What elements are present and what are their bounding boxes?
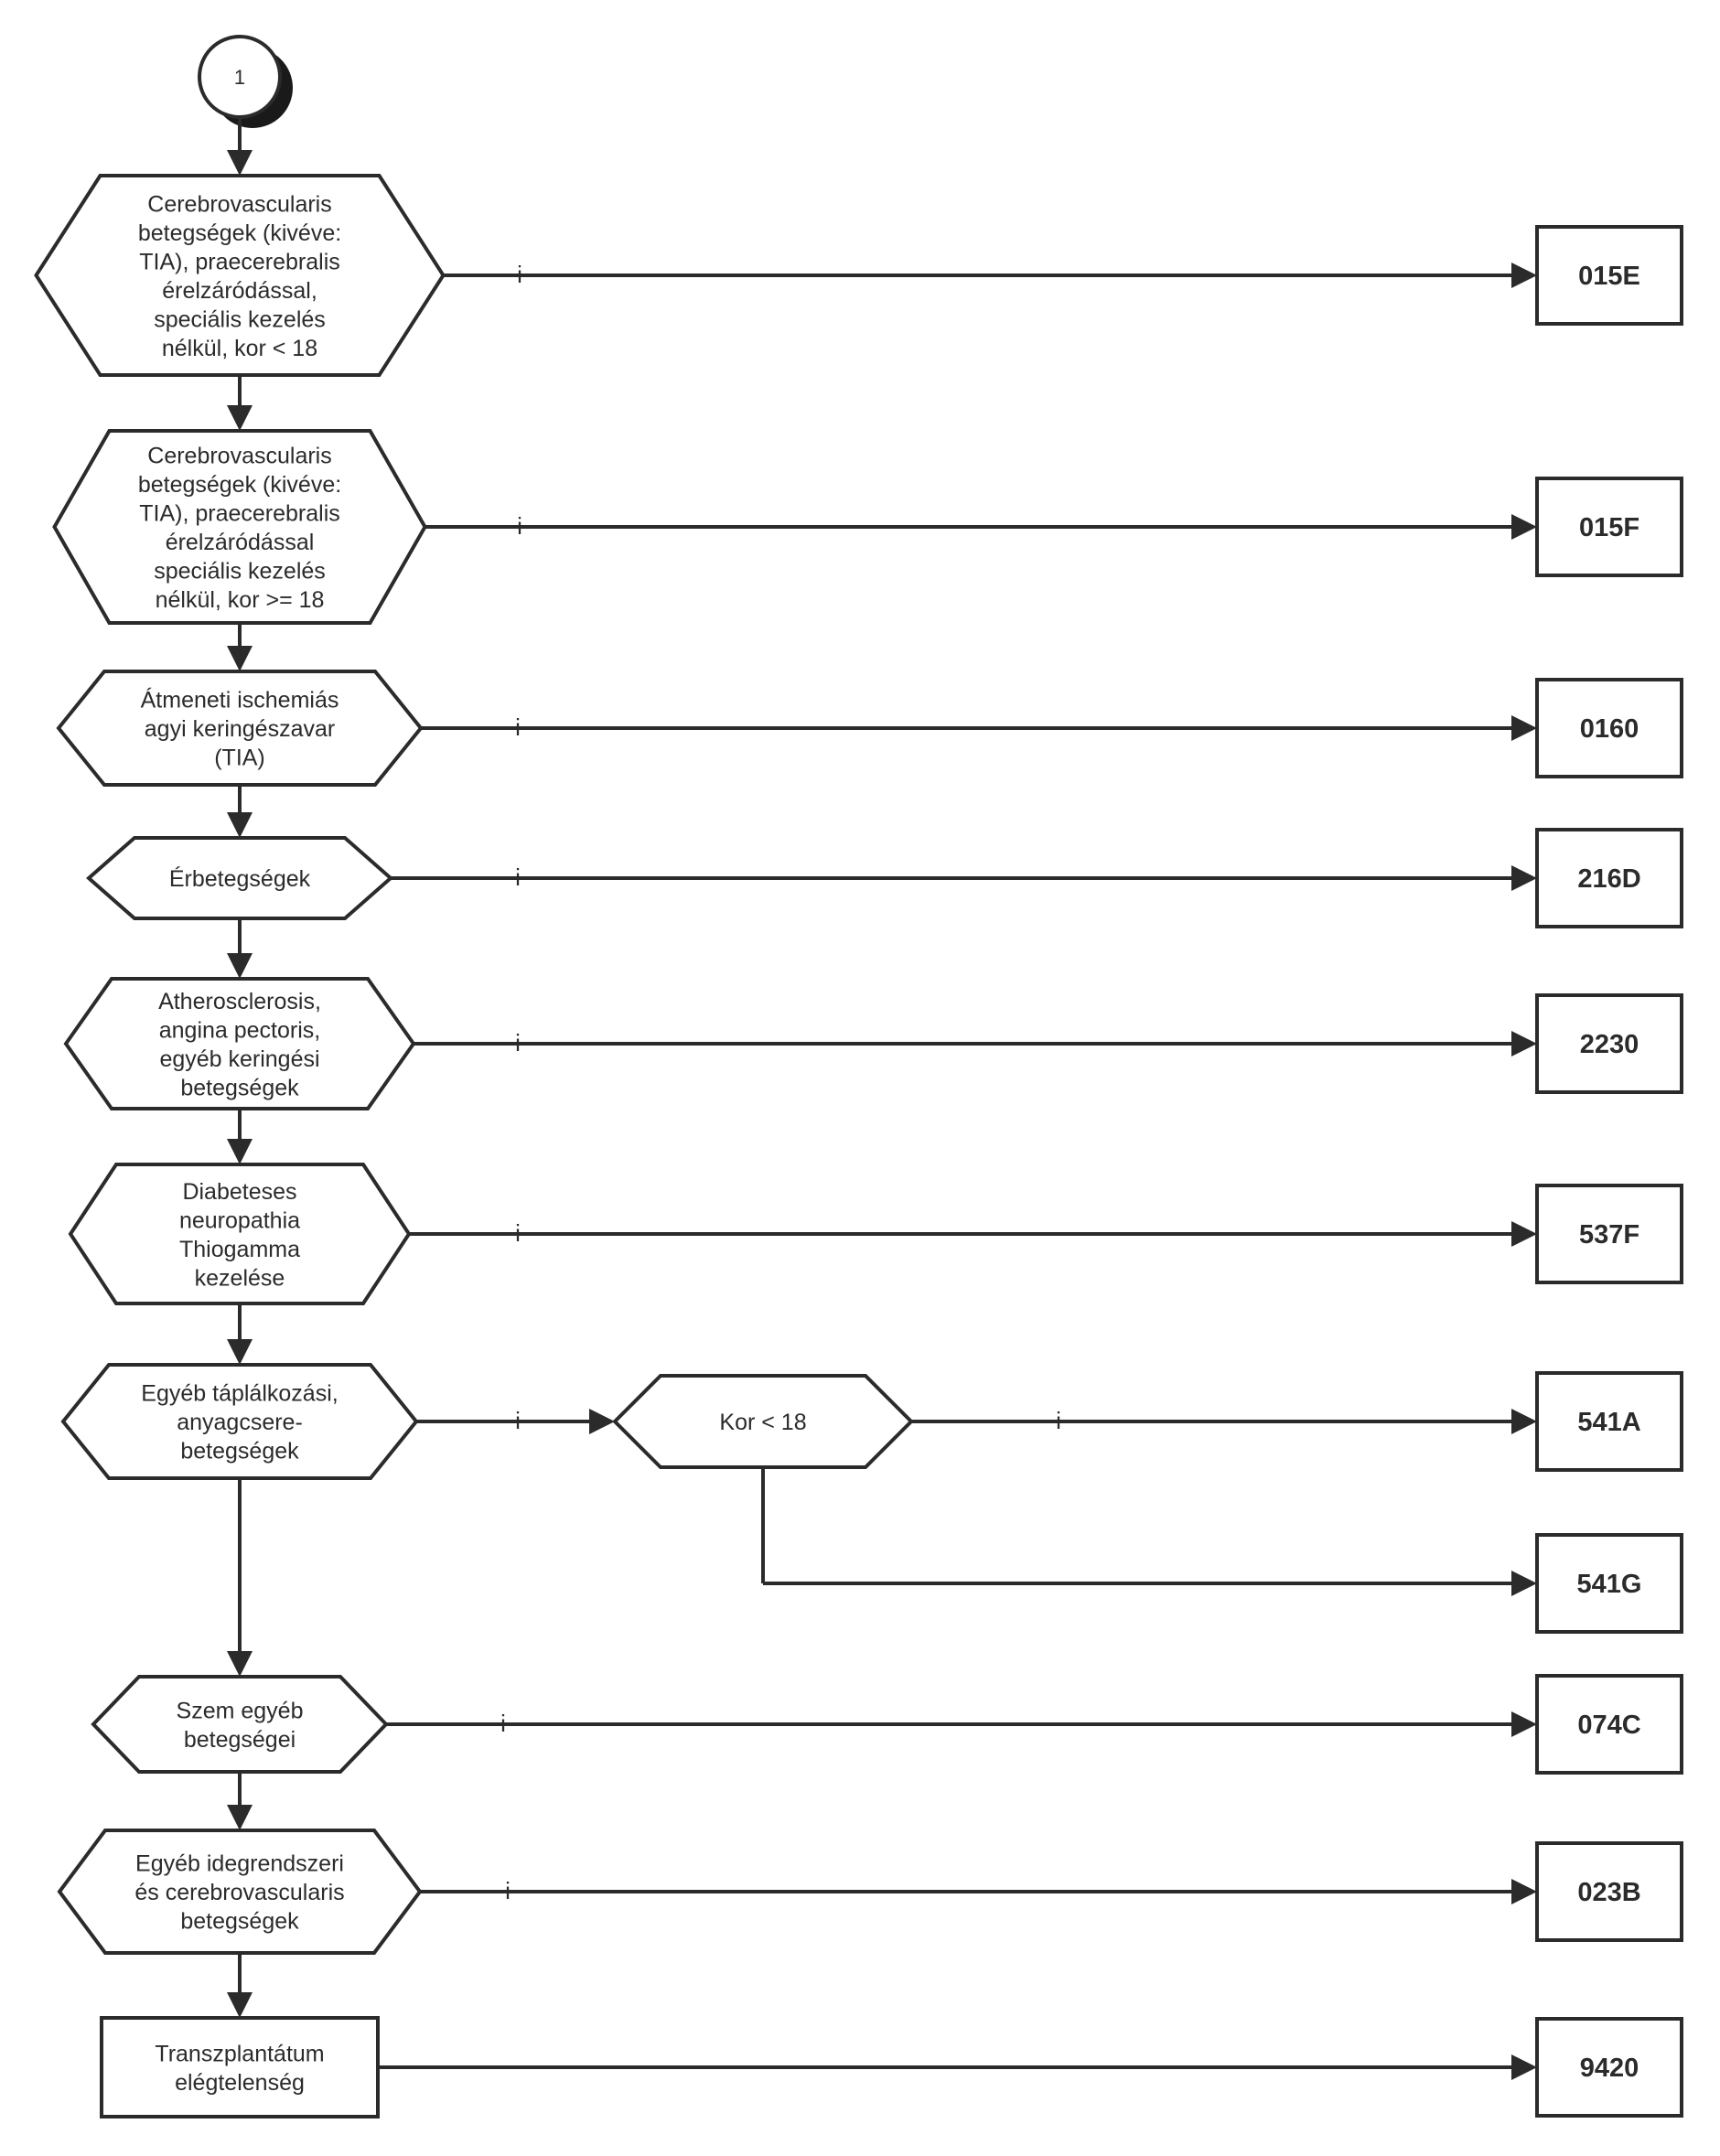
decision-label: betegségek — [180, 1075, 299, 1100]
flow-arrowhead — [227, 1992, 253, 2018]
branch-mark: i — [505, 1877, 511, 1904]
branch-mark: i — [515, 863, 521, 891]
decision-label: érelzáródással, — [162, 278, 317, 304]
flow-arrowhead — [227, 953, 253, 979]
decision-hexagon — [91, 1675, 389, 1774]
branch-mark: i — [515, 1407, 521, 1434]
branch-arrowhead — [1511, 1409, 1537, 1434]
outcome-box — [1535, 993, 1683, 1094]
branch-arrowhead — [1511, 1879, 1537, 1904]
decision-label: nélkül, kor < 18 — [162, 336, 317, 361]
decision-label: Egyéb idegrendszeri — [135, 1851, 344, 1877]
decision-label: Szem egyéb — [177, 1698, 304, 1723]
outcome-box — [1535, 1674, 1683, 1775]
outcome-code: 216D — [1577, 864, 1640, 894]
outcome-box — [1535, 1371, 1683, 1472]
decision-label: betegségek (kivéve: — [138, 472, 341, 498]
flow-arrowhead — [227, 646, 253, 671]
branch-mark: i — [515, 1029, 521, 1057]
outcome-box — [1535, 225, 1683, 326]
flow-arrowhead — [227, 150, 253, 176]
decision-label: elégtelenség — [175, 2070, 305, 2096]
decision-label: kezelése — [195, 1265, 285, 1291]
decision-label: (TIA) — [214, 745, 265, 771]
outcome-code: 2230 — [1580, 1030, 1639, 1059]
decision-label: Cerebrovascularis — [147, 191, 331, 217]
branch-arrowhead — [1511, 1571, 1537, 1596]
flow-arrowhead — [227, 405, 253, 431]
branch-arrowhead — [589, 1409, 615, 1434]
decision-label: Diabeteses — [182, 1179, 296, 1205]
outcome-box — [1535, 828, 1683, 928]
flow-arrowhead — [227, 1139, 253, 1164]
outcome-code: 541A — [1577, 1408, 1640, 1437]
decision-label: nélkül, kor >= 18 — [156, 587, 325, 613]
outcome-code: 015E — [1578, 262, 1640, 291]
branch-arrowhead — [1511, 1031, 1537, 1057]
decision-label: Transzplantátum — [155, 2041, 324, 2066]
decision-label: Cerebrovascularis — [147, 443, 331, 468]
decision-label: anyagcsere- — [177, 1410, 303, 1435]
branch-mark: i — [517, 261, 522, 288]
decision-label: betegségek (kivéve: — [138, 220, 341, 246]
branch-mark: i — [515, 713, 521, 741]
outcome-box — [1535, 1184, 1683, 1284]
decision-label: betegségek — [180, 1909, 299, 1935]
process-box — [100, 2016, 380, 2118]
decision-label: egyéb keringési — [159, 1046, 319, 1072]
decision-label: Atherosclerosis, — [158, 989, 321, 1014]
outcome-code: 537F — [1579, 1220, 1639, 1250]
branch-arrowhead — [1511, 263, 1537, 288]
branch-mark: i — [515, 1219, 521, 1247]
decision-label: speciális kezelés — [154, 306, 326, 332]
decision-label: speciális kezelés — [154, 558, 326, 584]
outcome-code: 015F — [1579, 513, 1639, 542]
outcome-box — [1535, 678, 1683, 778]
flow-arrowhead — [227, 1339, 253, 1365]
decision-label: Thiogamma — [179, 1237, 300, 1262]
decision-label: Érbetegségek — [169, 865, 311, 892]
outcome-box — [1535, 1533, 1683, 1634]
branch-arrowhead — [1511, 865, 1537, 891]
outcome-code: 541G — [1577, 1570, 1642, 1599]
branch-arrowhead — [1511, 715, 1537, 741]
outcome-box — [1535, 1841, 1683, 1942]
outcome-box — [1535, 2017, 1683, 2118]
decision-label: Átmeneti ischemiás — [141, 687, 339, 713]
decision-label: TIA), praecerebralis — [139, 249, 340, 274]
branch-mark: i — [517, 512, 522, 540]
decision-label: betegségei — [184, 1727, 296, 1753]
decision-label: Egyéb táplálkozási, — [141, 1381, 338, 1407]
flow-arrowhead — [227, 1651, 253, 1677]
branch-arrowhead — [1511, 1711, 1537, 1737]
decision-label: és cerebrovascularis — [134, 1880, 344, 1905]
branch-arrowhead — [1511, 1221, 1537, 1247]
decision-label: angina pectoris, — [159, 1017, 321, 1043]
outcome-code: 023B — [1577, 1878, 1640, 1907]
sub-decision-label: Kor < 18 — [719, 1410, 806, 1435]
branch-arrowhead — [1511, 514, 1537, 540]
branch-arrowhead — [1511, 2054, 1537, 2080]
outcome-code: 074C — [1577, 1711, 1640, 1740]
branch-mark: i — [1056, 1407, 1061, 1434]
decision-label: neuropathia — [179, 1207, 300, 1233]
decision-label: agyi keringészavar — [145, 716, 335, 742]
outcome-box — [1535, 477, 1683, 577]
start-connector-label: 1 — [234, 66, 245, 89]
decision-label: TIA), praecerebralis — [139, 500, 340, 526]
outcome-code: 9420 — [1580, 2054, 1639, 2083]
flow-arrowhead — [227, 812, 253, 838]
branch-mark: i — [500, 1710, 506, 1737]
outcome-code: 0160 — [1580, 714, 1639, 744]
flow-arrowhead — [227, 1805, 253, 1830]
decision-label: érelzáródással — [166, 530, 315, 555]
decision-label: betegségek — [180, 1439, 299, 1464]
